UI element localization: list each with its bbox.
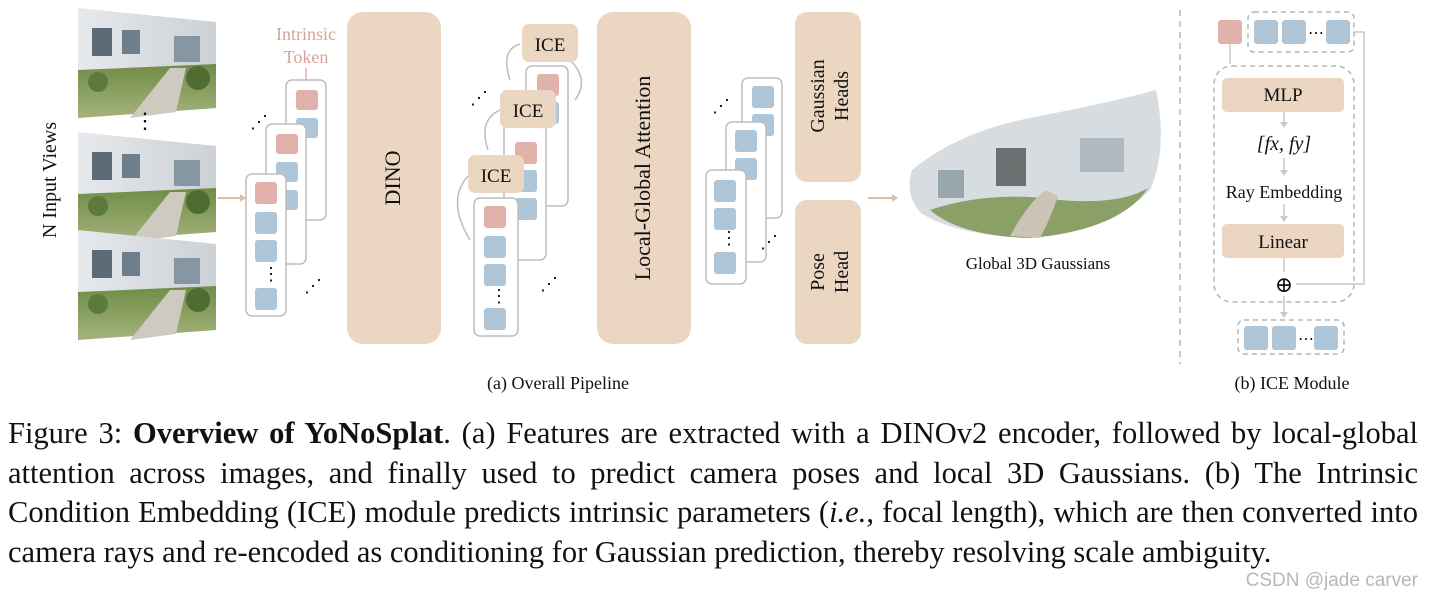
ice-label-3: ICE <box>481 166 512 187</box>
subcaption-a: (a) Overall Pipeline <box>487 373 629 394</box>
svg-text:⋰: ⋰ <box>470 88 488 108</box>
intrinsic-token-label-line2: Token <box>284 47 329 67</box>
dino-block <box>347 12 441 344</box>
input-views-label: N Input Views <box>39 122 61 238</box>
ice-label-1: ICE <box>535 35 566 56</box>
intrinsic-token-label-line1: Intrinsic <box>276 24 336 44</box>
output-tokens: ⋮ ⋰ ⋰ <box>705 77 783 285</box>
svg-text:⋮: ⋮ <box>720 228 738 248</box>
input-views: ⋮ N Input Views <box>39 8 216 340</box>
caption-figure-number: Figure 3: <box>8 416 133 450</box>
pose-head-block <box>795 200 861 344</box>
pose-head-line2: Head <box>831 251 853 293</box>
fxfy-label: [fx, fy] <box>1257 133 1311 155</box>
caption-text-a: . (a) Features are extracted with a DINO… <box>8 416 1419 529</box>
ray-embedding-label: Ray Embedding <box>1226 182 1342 202</box>
pipeline-figure: ⋮ N Input Views Intrinsic Token ⋮ ⋰ ⋰ <box>39 8 1365 394</box>
svg-text:⋮: ⋮ <box>134 108 156 133</box>
gaussians-label: Global 3D Gaussians <box>966 254 1110 273</box>
ice-box-1 <box>522 24 578 62</box>
pose-head-line1: Pose <box>807 253 829 291</box>
svg-text:⋰: ⋰ <box>760 232 778 252</box>
svg-text:⋰: ⋰ <box>304 276 322 296</box>
token-stacks-1: ⋮ ⋰ ⋰ <box>245 79 327 317</box>
plus-symbol: ⊕ <box>1275 272 1293 297</box>
ice-module: ⋯ ⋯ <box>1213 11 1365 355</box>
dino-label: DINO <box>380 151 405 206</box>
subcaption-b: (b) ICE Module <box>1235 373 1350 394</box>
ice-label-2: ICE <box>513 101 544 122</box>
svg-text:⋮: ⋮ <box>490 286 508 306</box>
attention-label: Local-Global Attention <box>630 76 655 281</box>
gaussians-render <box>909 90 1161 238</box>
ice-box-3 <box>468 155 524 193</box>
gaussian-heads-line2: Heads <box>831 71 853 121</box>
svg-text:⋯: ⋯ <box>1298 331 1314 348</box>
svg-text:⋰: ⋰ <box>250 112 268 132</box>
svg-text:⋰: ⋰ <box>712 96 730 116</box>
attention-block <box>597 12 691 344</box>
svg-text:⋯: ⋯ <box>1308 25 1324 42</box>
gaussian-heads-block <box>795 12 861 182</box>
figure-caption: Figure 3: Overview of YoNoSplat. (a) Fea… <box>8 414 1418 572</box>
ice-box-2 <box>500 90 556 128</box>
mlp-label: MLP <box>1263 85 1302 106</box>
linear-label: Linear <box>1258 232 1308 253</box>
caption-text-b: , focal length), which are then converte… <box>8 495 1418 569</box>
svg-text:⋮: ⋮ <box>262 264 280 284</box>
svg-text:⋰: ⋰ <box>540 274 558 294</box>
gaussian-heads-line1: Gaussian <box>807 59 829 132</box>
caption-ie: i.e. <box>829 495 867 529</box>
caption-title: Overview of YoNoSplat <box>133 416 444 450</box>
watermark: CSDN @jade carver <box>1245 570 1418 591</box>
